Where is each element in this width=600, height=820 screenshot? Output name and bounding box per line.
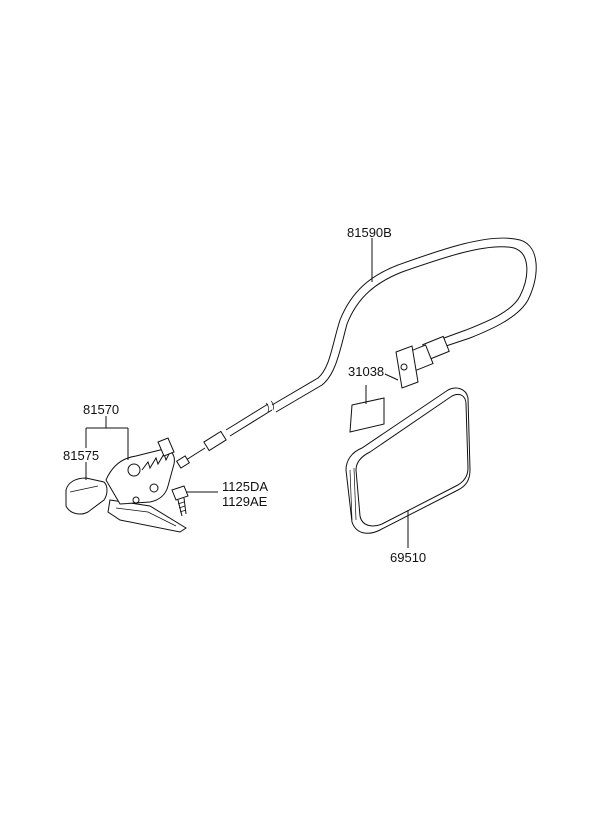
label-81570: 81570 (83, 402, 119, 417)
opener-assembly-81570 (105, 437, 187, 533)
release-cable (175, 237, 537, 469)
label-31038: 31038 (348, 364, 384, 379)
label-81590B: 81590B (347, 225, 392, 240)
label-69510: 69510 (390, 550, 426, 565)
bolt (171, 485, 189, 517)
fuel-door-69510 (345, 387, 471, 534)
pad-31038 (349, 397, 385, 433)
label-81575: 81575 (63, 448, 99, 463)
leader-lines (85, 238, 409, 548)
cable-end-fitting (395, 335, 450, 389)
label-1125DA: 1125DA (222, 479, 268, 494)
handle-cover-81575 (65, 477, 108, 515)
label-1129AE: 1129AE (222, 494, 268, 509)
